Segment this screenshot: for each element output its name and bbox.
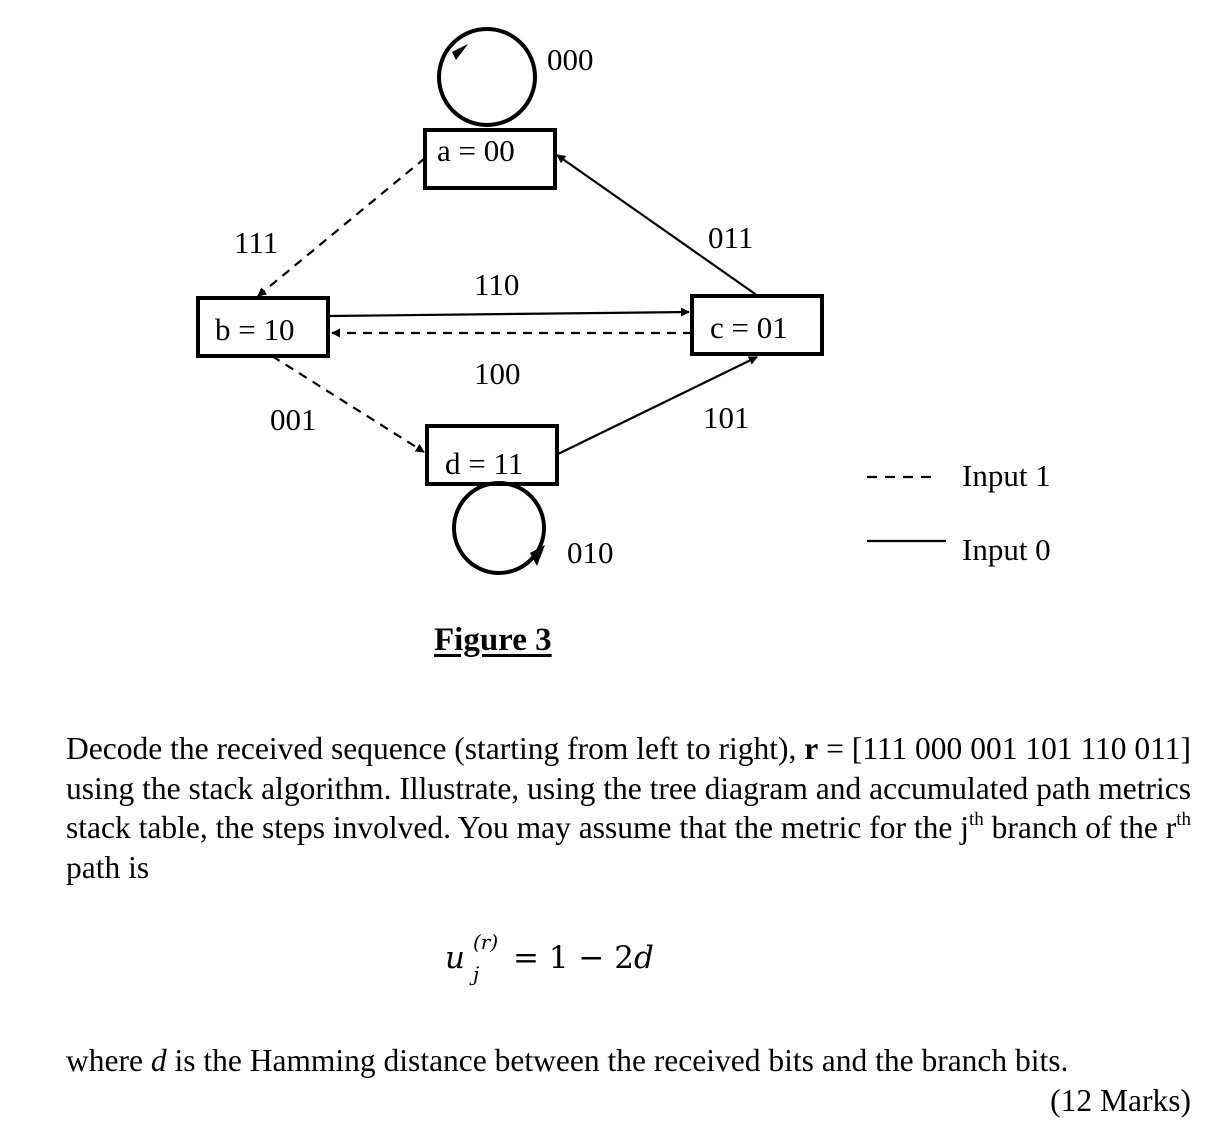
where-sentence: where d is the Hamming distance between …	[66, 1043, 1068, 1079]
legend-dashed-label: Input 1	[962, 458, 1051, 493]
transition-d-to-c-label: 101	[703, 400, 750, 435]
transition-d-to-c: 101	[557, 356, 758, 455]
para-part4: path is	[66, 849, 150, 885]
transition-a-to-b: 111	[234, 157, 426, 297]
metric-formula: u (r) j = 1 − 2d	[445, 930, 745, 990]
figure-caption: Figure 3	[434, 622, 552, 658]
para-part1: Decode the received sequence (starting f…	[66, 731, 805, 766]
transition-a-to-b-label: 111	[234, 225, 278, 260]
where-var: d	[150, 1043, 167, 1078]
state-a: a = 00	[423, 128, 557, 190]
formula-rhs: = 1 − 2d	[513, 940, 654, 976]
formula-rhs-var: d	[633, 940, 654, 976]
legend: Input 1 Input 0	[867, 458, 1051, 567]
formula-subscript: j	[473, 962, 480, 986]
state-c-label: c = 01	[710, 310, 788, 345]
transition-c-to-b: 100	[331, 328, 692, 391]
transition-b-to-d-label: 001	[270, 402, 317, 437]
transition-a-self: 000	[437, 27, 594, 127]
state-a-label: a = 00	[437, 133, 515, 168]
question-paragraph: Decode the received sequence (starting f…	[66, 729, 1191, 887]
transition-d-self: 010	[452, 481, 614, 575]
transition-b-to-c-label: 110	[474, 267, 519, 302]
formula-rhs-prefix: = 1 − 2	[513, 940, 634, 976]
state-d: d = 11	[425, 424, 559, 486]
transition-c-to-b-label: 100	[474, 356, 521, 391]
sup-th-1: th	[968, 809, 984, 830]
state-d-label: d = 11	[445, 446, 523, 481]
transition-a-self-label: 000	[547, 42, 594, 77]
sup-th-2: th	[1176, 809, 1191, 830]
formula-base: u	[445, 940, 465, 976]
where-suffix: is the Hamming distance between the rece…	[166, 1043, 1069, 1078]
para-part3: branch of the r	[983, 810, 1177, 845]
state-c: c = 01	[690, 294, 824, 356]
formula-superscript: (r)	[473, 930, 499, 954]
state-b: b = 10	[196, 296, 330, 358]
transition-c-to-a: 011	[556, 154, 759, 297]
transition-c-to-a-label: 011	[708, 220, 753, 255]
para-part2: = [111 000 001 101 110 011] using the st…	[66, 731, 1191, 845]
r-vector-symbol: r	[804, 731, 819, 766]
state-b-label: b = 10	[215, 312, 294, 347]
transition-b-to-d: 001	[270, 355, 425, 453]
where-prefix: where	[66, 1043, 151, 1078]
transition-d-self-label: 010	[567, 535, 614, 570]
state-diagram: a = 00 b = 10 c = 01 d = 11 000 111 011 …	[196, 27, 1051, 575]
legend-solid-label: Input 0	[962, 532, 1051, 567]
transition-b-to-c: 110	[329, 267, 690, 318]
marks-label: (12 Marks)	[1050, 1083, 1191, 1118]
